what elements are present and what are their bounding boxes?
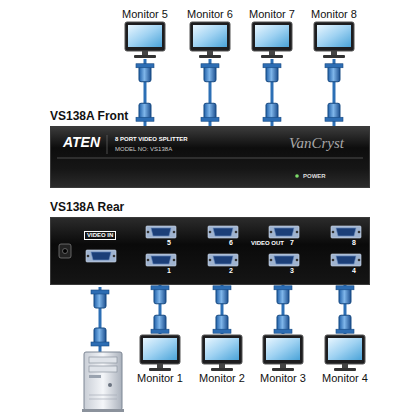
cable-plug [336, 315, 354, 333]
monitor: Monitor 4 [318, 334, 372, 385]
video-cable [325, 59, 343, 126]
monitor-label: Monitor 7 [245, 8, 299, 21]
port-number: 6 [229, 239, 233, 247]
series-logo: VanCryst [289, 135, 344, 152]
monitor: Monitor 6 [183, 8, 237, 59]
cable-plug [91, 328, 109, 346]
monitor-icon [137, 334, 183, 372]
vga-port [208, 226, 238, 238]
cable-plug [213, 286, 231, 304]
video-cable [213, 285, 231, 334]
vga-port [331, 226, 361, 238]
monitor-label: Monitor 1 [133, 372, 187, 385]
port-number: 1 [167, 267, 171, 275]
vga-port [331, 254, 361, 266]
monitor-icon [187, 21, 233, 59]
splitter-rear-panel: VS138A RearVIDEO IN VIDEO OUT 5 6 7 8 1 2 3 4 [50, 200, 370, 285]
monitor: Monitor 2 [195, 334, 249, 385]
cable-plug [325, 64, 343, 82]
port-label: VIDEO OUT [251, 240, 284, 247]
video-cable [336, 285, 354, 334]
pc-tower [82, 352, 124, 412]
front-panel-face: ATEN 8 PORT VIDEO SPLITTER MODEL NO: VS138… [50, 126, 370, 188]
video-cable [136, 59, 154, 126]
cable-plug [151, 286, 169, 304]
monitor-label: Monitor 5 [118, 8, 172, 21]
cable-plug [263, 64, 281, 82]
panel-heading: VS138A Rear [50, 200, 370, 215]
port-number: 8 [352, 239, 356, 247]
monitor: Monitor 5 [118, 8, 172, 59]
port-number: 5 [167, 239, 171, 247]
rear-panel-face: VIDEO IN VIDEO OUT 5 6 7 8 1 2 3 4 [50, 217, 370, 285]
cable-plug [213, 315, 231, 333]
monitor-label: Monitor 8 [307, 8, 361, 21]
model-number: MODEL NO: VS138A [115, 146, 172, 153]
monitor-icon [322, 334, 368, 372]
video-cable [274, 285, 292, 334]
monitor-icon [199, 334, 245, 372]
cable-plug [336, 286, 354, 304]
cable-plug [201, 64, 219, 82]
monitor-label: Monitor 2 [195, 372, 249, 385]
cable-plug [136, 103, 154, 121]
vga-port [269, 254, 299, 266]
cable-plug [263, 103, 281, 121]
port-label: VIDEO IN [84, 231, 116, 240]
splitter-front-panel: VS138A FrontATEN 8 PORT VIDEO SPLITTER MOD… [50, 109, 370, 188]
port-number: 4 [352, 267, 356, 275]
monitor: Monitor 1 [133, 334, 187, 385]
cable-plug [136, 64, 154, 82]
monitor-icon [311, 21, 357, 59]
vga-port [208, 254, 238, 266]
monitor-icon [122, 21, 168, 59]
monitor: Monitor 3 [256, 334, 310, 385]
cable-plug [91, 290, 109, 308]
cable-plug [274, 315, 292, 333]
port-number: 7 [290, 239, 294, 247]
cable-plug [151, 315, 169, 333]
monitor: Monitor 7 [245, 8, 299, 59]
monitor-label: Monitor 4 [318, 372, 372, 385]
cable-plug [325, 103, 343, 121]
power-label: POWER [303, 173, 326, 180]
product-name: 8 PORT VIDEO SPLITTER [115, 136, 188, 143]
monitor-icon [249, 21, 295, 59]
video-cable [263, 59, 281, 126]
vga-port [146, 226, 176, 238]
cable-plug [201, 103, 219, 121]
monitor-label: Monitor 3 [256, 372, 310, 385]
vga-port [269, 226, 299, 238]
monitor: Monitor 8 [307, 8, 361, 59]
vga-port [146, 254, 176, 266]
port-number: 3 [290, 267, 294, 275]
video-cable [201, 59, 219, 126]
monitor-icon [260, 334, 306, 372]
panel-heading: VS138A Front [50, 109, 370, 124]
panel-illustration [51, 218, 369, 284]
brand-logo: ATEN [63, 135, 100, 150]
port-number: 2 [229, 267, 233, 275]
monitor-label: Monitor 6 [183, 8, 237, 21]
cable-plug [274, 286, 292, 304]
video-cable [151, 285, 169, 334]
vga-port [86, 250, 116, 262]
